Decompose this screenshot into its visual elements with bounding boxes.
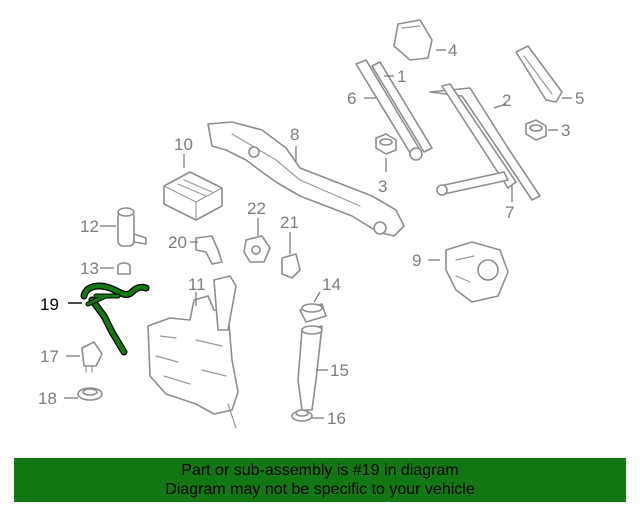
callout-7: 7 xyxy=(505,203,514,222)
parts-diagram: 4 1 6 2 5 3 8 10 3 7 22 21 12 20 9 13 11… xyxy=(38,19,584,429)
callout-17: 17 xyxy=(40,347,59,366)
callout-10: 10 xyxy=(174,135,193,154)
part-19-washer-hose xyxy=(80,282,150,356)
part-22-fitting xyxy=(243,235,271,263)
part-20-connector xyxy=(195,235,223,265)
part-16-seal xyxy=(291,409,313,422)
callout-2: 2 xyxy=(502,91,511,110)
callout-9: 9 xyxy=(412,251,421,270)
part-14-cap xyxy=(299,303,327,323)
part-3-nut-upper xyxy=(525,119,547,141)
part-10-module xyxy=(163,171,223,221)
callout-18: 18 xyxy=(38,389,57,408)
callout-6: 6 xyxy=(347,89,356,108)
info-banner: Part or sub-assembly is #19 in diagram D… xyxy=(14,458,626,502)
callout-16: 16 xyxy=(327,409,346,428)
callout-4: 4 xyxy=(448,41,457,60)
part-7-linkage-rod xyxy=(436,171,509,196)
part-15-filler-neck xyxy=(297,325,323,411)
callout-20: 20 xyxy=(168,233,187,252)
banner-line-2: Diagram may not be specific to your vehi… xyxy=(165,481,475,498)
callout-22: 22 xyxy=(247,199,266,218)
callout-11: 11 xyxy=(188,275,206,294)
part-8-linkage-frame xyxy=(207,121,405,237)
leader-lines xyxy=(64,49,572,419)
callout-13: 13 xyxy=(80,259,99,278)
part-17-connector xyxy=(81,341,103,373)
callout-19: 19 xyxy=(40,295,59,314)
part-5-blade-cover xyxy=(515,45,563,103)
part-13-grommet xyxy=(117,262,131,275)
callout-12: 12 xyxy=(80,217,99,236)
callout-3-upper: 3 xyxy=(561,121,570,140)
part-18-grommet xyxy=(77,387,103,401)
part-3-nut-lower xyxy=(375,133,397,155)
callout-1: 1 xyxy=(397,67,406,86)
part-11-washer-reservoir xyxy=(147,275,239,429)
callout-15: 15 xyxy=(330,361,349,380)
part-9-wiper-motor xyxy=(445,241,509,303)
part-2-right-wiper xyxy=(429,83,541,201)
callout-5: 5 xyxy=(575,89,584,108)
callout-8: 8 xyxy=(290,125,299,144)
part-21-nozzle xyxy=(281,253,301,279)
callout-21: 21 xyxy=(280,213,299,232)
callout-14: 14 xyxy=(322,275,341,294)
part-1-6-left-wiper xyxy=(355,59,433,161)
banner-line-1: Part or sub-assembly is #19 in diagram xyxy=(181,462,459,479)
part-12-washer-pump xyxy=(117,207,147,247)
callout-3-lower: 3 xyxy=(378,177,387,196)
part-4-arm-cap xyxy=(393,19,433,61)
